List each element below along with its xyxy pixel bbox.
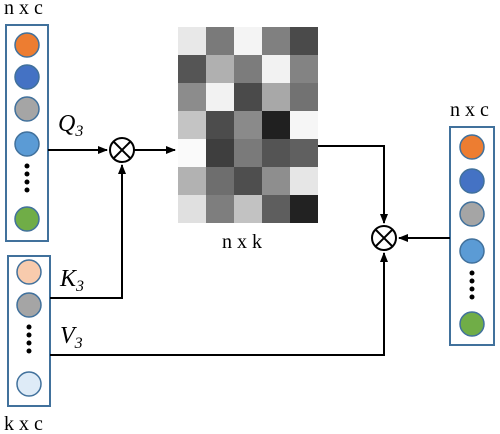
ellipsis-dots <box>26 324 32 354</box>
attention-matrix <box>178 27 318 223</box>
matrix-cell <box>234 139 262 167</box>
multiply-node-2 <box>371 225 397 251</box>
attention-dims-label: n x k <box>222 231 262 253</box>
ellipsis-dots <box>24 163 30 193</box>
token-circle <box>459 311 485 337</box>
multiply-node-1 <box>109 137 135 163</box>
token-circle <box>459 238 485 264</box>
token-circle <box>459 168 485 194</box>
matrix-cell <box>234 83 262 111</box>
matrix-cell <box>178 27 206 55</box>
memory-dims-label: k x c <box>4 413 43 434</box>
matrix-cell <box>206 83 234 111</box>
matrix-cell <box>178 111 206 139</box>
matrix-cell <box>178 139 206 167</box>
token-circle <box>459 134 485 160</box>
query-symbol: Q3 <box>58 111 83 140</box>
memory-stack-border <box>7 255 51 407</box>
query-dims-label: n x c <box>4 0 43 19</box>
matrix-cell <box>262 139 290 167</box>
token-circle <box>14 32 40 58</box>
matrix-cell <box>178 167 206 195</box>
matrix-cell <box>290 195 318 223</box>
token-circle <box>14 131 40 157</box>
matrix-cell <box>290 55 318 83</box>
matrix-cell <box>262 83 290 111</box>
matrix-cell <box>178 83 206 111</box>
matrix-cell <box>290 83 318 111</box>
matrix-cell <box>262 195 290 223</box>
output-stack-border <box>449 126 495 346</box>
value-symbol: V3 <box>60 323 83 352</box>
matrix-to-output-arrow <box>318 145 388 224</box>
output-dims-label: n x c <box>450 99 489 121</box>
matrix-cell <box>178 195 206 223</box>
matrix-cell <box>262 55 290 83</box>
memory-token-stack <box>7 255 51 407</box>
token-circle <box>14 96 40 122</box>
key-arrow <box>50 164 126 299</box>
token-circle <box>14 206 40 232</box>
matrix-cell <box>234 167 262 195</box>
matrix-cell <box>262 167 290 195</box>
query-token-stack <box>5 24 49 242</box>
output-token-stack <box>449 126 495 346</box>
matrix-cell <box>178 55 206 83</box>
matrix-cell <box>290 27 318 55</box>
key-symbol: K3 <box>59 266 84 295</box>
token-circle <box>16 259 42 285</box>
matrix-cell <box>206 27 234 55</box>
matrix-cell <box>234 27 262 55</box>
query-stack-border <box>5 24 49 242</box>
matrix-cell <box>262 27 290 55</box>
token-circle <box>14 64 40 90</box>
matrix-cell <box>290 139 318 167</box>
token-circle <box>16 292 42 318</box>
matrix-cell <box>234 55 262 83</box>
token-circle <box>459 201 485 227</box>
matrix-cell <box>206 167 234 195</box>
matrix-cell <box>290 111 318 139</box>
matrix-cell <box>234 111 262 139</box>
matrix-cell <box>206 55 234 83</box>
matrix-cell <box>262 111 290 139</box>
matrix-cell <box>206 111 234 139</box>
matrix-cell <box>234 195 262 223</box>
matrix-cell <box>206 195 234 223</box>
value-arrow <box>50 252 388 356</box>
matrix-cell <box>290 167 318 195</box>
ellipsis-dots <box>469 270 475 300</box>
token-circle <box>16 371 42 397</box>
matrix-cell <box>206 139 234 167</box>
